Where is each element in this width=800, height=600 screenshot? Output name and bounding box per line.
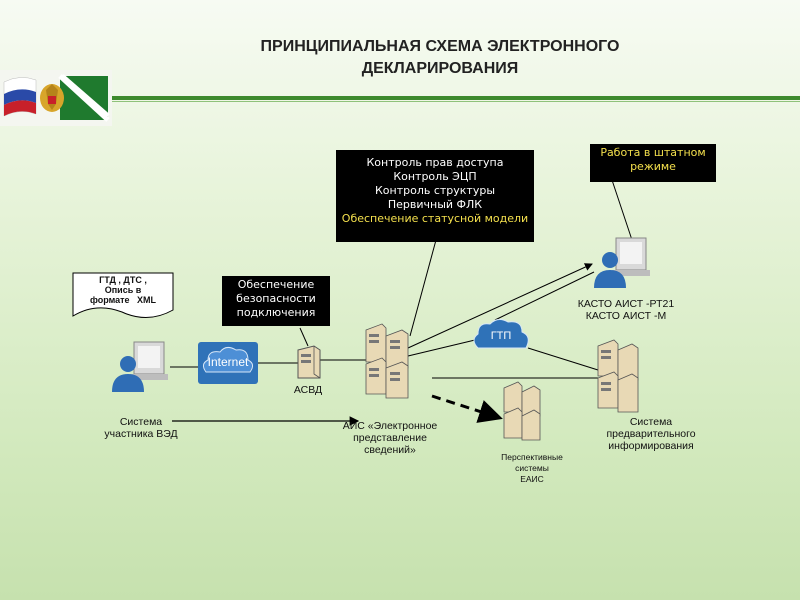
document-note: ГТД , ДТС , Опись в формате XML: [74, 275, 172, 305]
link-ais-gtp: [407, 339, 476, 357]
cloud-internet-label: Internet: [207, 355, 249, 369]
arrow-ais-kasto: [407, 263, 593, 349]
ais-label-line-3: сведений»: [364, 444, 416, 456]
user-computer-icon-kasto: [594, 237, 650, 288]
prospective-label-line-3: ЕАИС: [520, 474, 544, 484]
ais-label: АИС «Электронное представление сведений»: [330, 420, 450, 456]
control-box: Контроль прав доступа Контроль ЭЦП Контр…: [336, 150, 534, 242]
cloud-icon-gtp: [473, 318, 529, 349]
participant-label: Система участника ВЭД: [96, 416, 186, 440]
page-title: ПРИНЦИПИАЛЬНАЯ СХЕМА ЭЛЕКТРОННОГО ДЕКЛАР…: [170, 36, 710, 80]
control-box-line-5: Обеспечение статусной модели: [341, 212, 529, 225]
kasto-label-line-2: КАСТО АИСТ -М: [585, 310, 667, 322]
title-bar-thin: [112, 101, 800, 102]
prospective-label-line-1: Перспективные: [501, 452, 563, 462]
control-box-line-3: Контроль структуры: [374, 184, 496, 197]
normal-mode-line-1: Работа в штатном: [600, 146, 706, 159]
pointer-security-box: [299, 327, 309, 347]
document-note-line-1: ГТД , ДТС ,: [99, 275, 147, 285]
participant-label-line-2: участника ВЭД: [104, 428, 178, 440]
arrow-ais-prospective: [431, 394, 503, 423]
control-box-line-1: Контроль прав доступа: [366, 156, 504, 169]
server-icon-asvd: [297, 345, 321, 379]
document-note-line-2: Опись в: [104, 285, 142, 295]
control-box-line-4: Первичный ФЛК: [387, 198, 483, 211]
control-box-line-2: Контроль ЭЦП: [393, 170, 477, 183]
link-gtp-prelim: [527, 347, 599, 371]
title-line-2: ДЕКЛАРИРОВАНИЯ: [361, 60, 519, 77]
flag-emblem-logo: [0, 70, 112, 126]
ais-label-line-2: представление: [353, 432, 427, 444]
server-icon-prelim: [597, 339, 639, 413]
prospective-label: Перспективные системы ЕАИС: [482, 452, 582, 485]
prelim-label-line-2: предварительного: [606, 428, 696, 440]
title-line-1: ПРИНЦИПИАЛЬНАЯ СХЕМА ЭЛЕКТРОННОГО: [260, 38, 620, 55]
document-icon: [72, 272, 174, 318]
kasto-label-line-1: КАСТО АИСТ -РТ21: [577, 298, 675, 310]
kasto-label: КАСТО АИСТ -РТ21 КАСТО АИСТ -М: [566, 298, 686, 322]
title-bar: [112, 96, 800, 100]
prospective-label-line-2: системы: [515, 463, 549, 473]
asvd-label: АСВД: [293, 384, 323, 396]
cloud-gtp-label: ГТП: [490, 330, 512, 342]
prelim-label: Система предварительного информирования: [596, 416, 706, 452]
participant-label-line-1: Система: [119, 416, 163, 428]
normal-mode-box: Работа в штатном режиме: [590, 144, 716, 182]
pointer-normal-mode: [611, 179, 633, 241]
server-icon-prospective: [503, 381, 541, 441]
user-computer-icon: [112, 341, 168, 392]
pointer-control-box: [409, 239, 437, 337]
security-box: Обеспечение безопасности подключения: [222, 276, 330, 326]
prelim-label-line-1: Система: [629, 416, 673, 428]
security-box-line-1: Обеспечение: [237, 278, 315, 291]
normal-mode-line-2: режиме: [630, 160, 676, 173]
ais-label-line-1: АИС «Электронное: [342, 420, 438, 432]
link-gtp-kasto: [494, 271, 595, 321]
security-box-line-3: подключения: [236, 306, 316, 319]
security-box-line-2: безопасности: [236, 292, 316, 305]
document-note-line-3: формате: [89, 295, 130, 305]
document-note-line-4: XML: [137, 295, 157, 305]
server-icon-ais: [365, 323, 409, 399]
prelim-label-line-3: информирования: [608, 440, 694, 452]
cloud-icon-internet: [198, 342, 258, 384]
